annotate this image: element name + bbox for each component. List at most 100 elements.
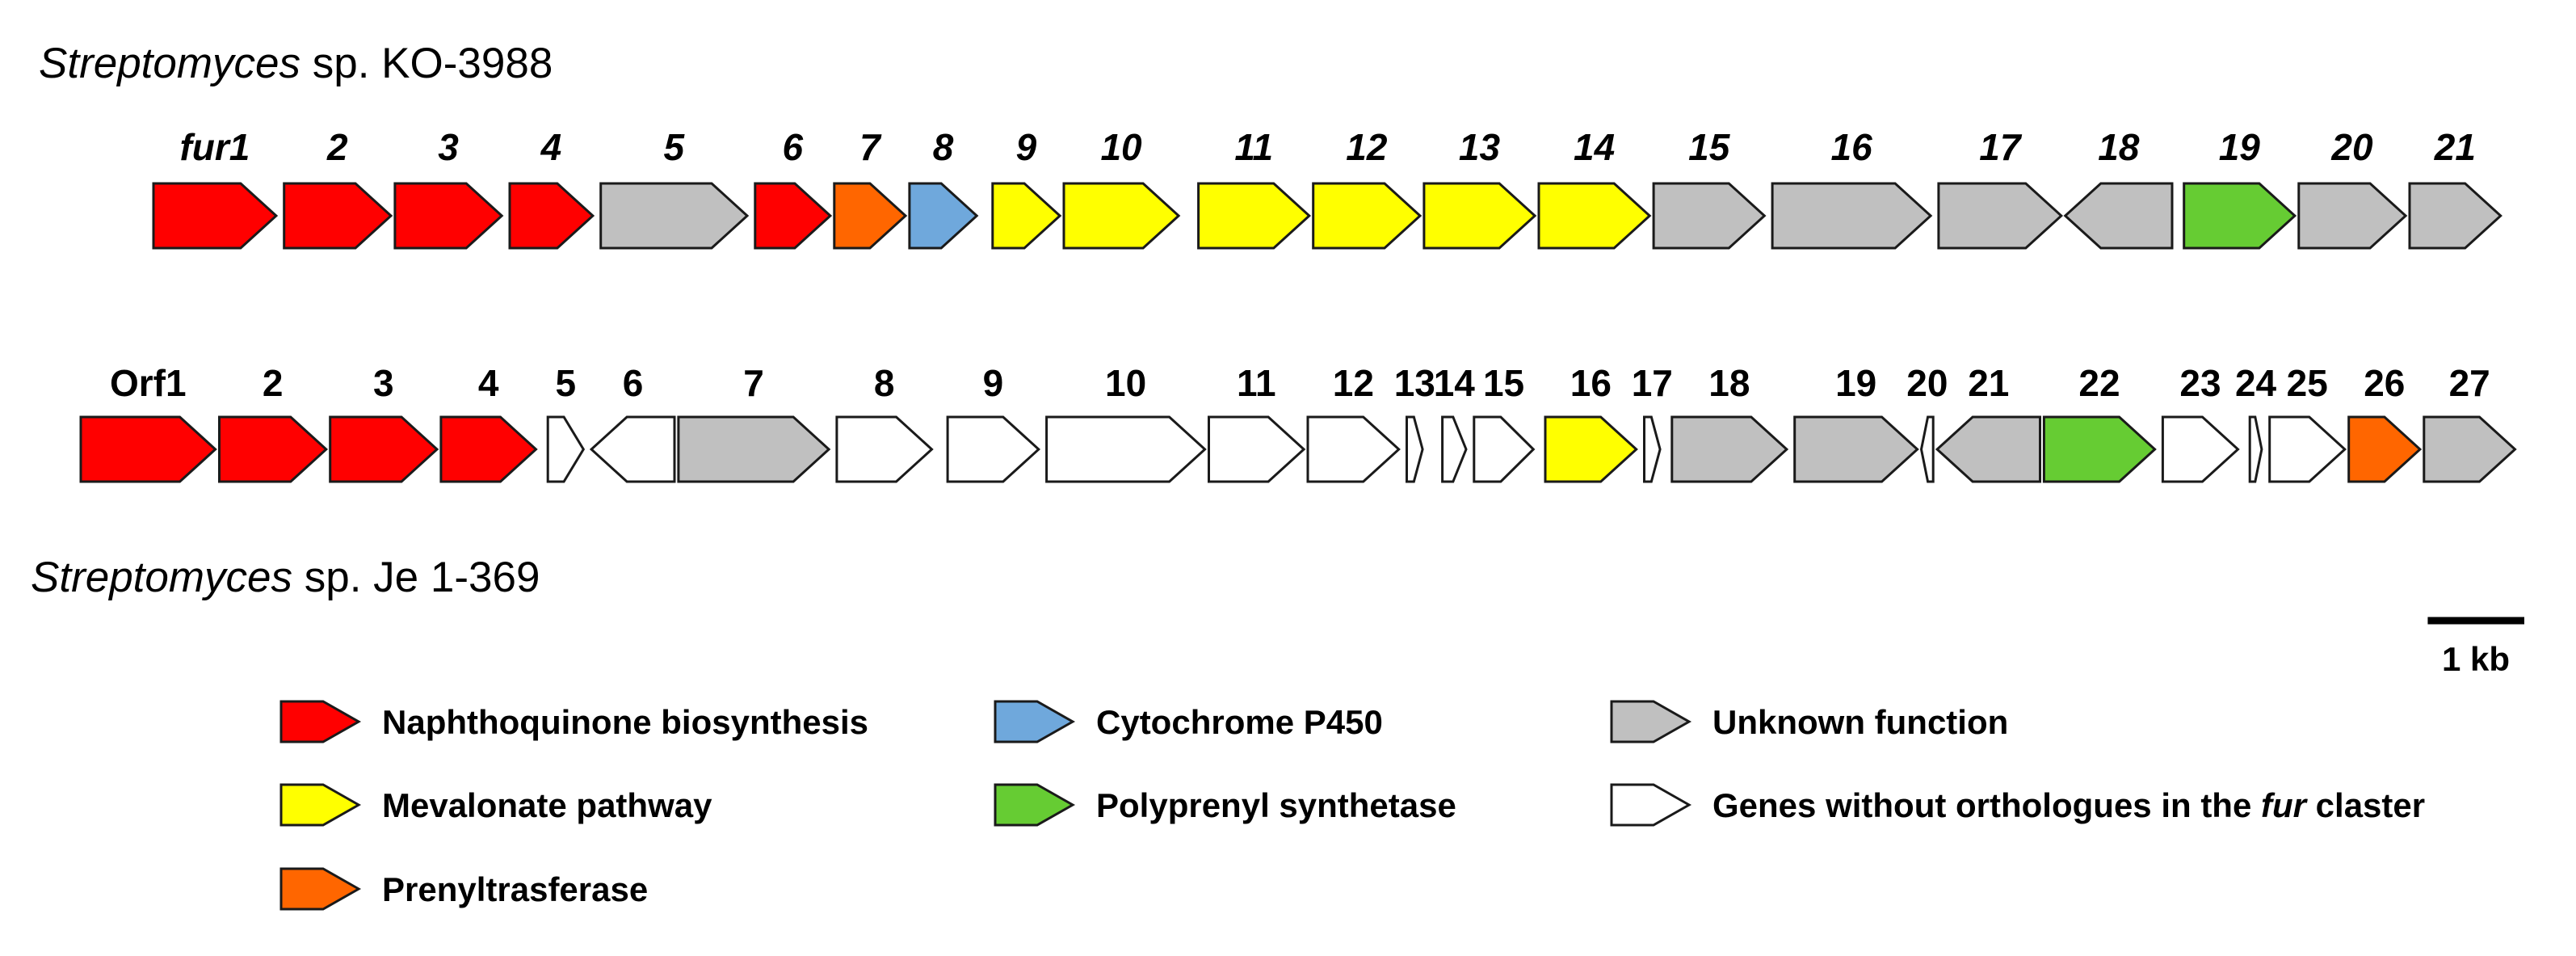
cluster1-gene-label: fur1 xyxy=(179,126,250,168)
cluster2-gene-26 xyxy=(2347,415,2423,483)
cluster1-gene-label: 2 xyxy=(326,126,348,168)
cluster1-gene-label: 4 xyxy=(540,126,562,168)
legend-red-icon xyxy=(279,700,362,743)
legend-label-part: Cytochrome P450 xyxy=(1096,703,1383,741)
cluster1-gene-label: 8 xyxy=(933,126,954,168)
legend-label-part: claster xyxy=(2306,786,2425,824)
cluster2-gene-track xyxy=(79,415,2517,483)
cluster1-gene-9 xyxy=(991,182,1062,250)
cluster2-gene-label: 27 xyxy=(2449,362,2490,404)
legend-label-red: Naphthoquinone biosynthesis xyxy=(382,703,868,741)
cluster1-gene-fur1 xyxy=(152,182,279,250)
cluster2-gene-16 xyxy=(1544,415,1638,483)
cluster1-species-strain: sp. KO-3988 xyxy=(300,40,553,87)
cluster1-gene-label: 21 xyxy=(2434,126,2476,168)
cluster1-gene-6 xyxy=(754,182,833,250)
cluster1-gene-16 xyxy=(1771,182,1933,250)
cluster1-gene-14 xyxy=(1537,182,1652,250)
cluster2-gene-18 xyxy=(1670,415,1789,483)
cluster2-gene-label: 14 xyxy=(1434,362,1476,404)
cluster2-gene-21 xyxy=(1935,415,2041,483)
legend-green-icon xyxy=(994,783,1076,827)
cluster2-gene-label: 24 xyxy=(2235,362,2277,404)
legend-orange-icon xyxy=(279,867,362,911)
cluster2-gene-8 xyxy=(835,415,934,483)
cluster2-gene-label: 25 xyxy=(2287,362,2328,404)
cluster1-species-title: Streptomyces sp. KO-3988 xyxy=(39,40,553,87)
cluster1-gene-12 xyxy=(1312,182,1422,250)
cluster2-gene-label: 2 xyxy=(263,362,284,404)
legend-label-yellow: Mevalonate pathway xyxy=(382,786,712,824)
cluster2-gene-22 xyxy=(2042,415,2157,483)
cluster1-gene-label: 15 xyxy=(1688,126,1731,168)
cluster2-species-strain: sp. Je 1-369 xyxy=(292,554,540,601)
legend-label-orange: Prenyltrasferase xyxy=(382,870,648,908)
cluster1-gene-track xyxy=(152,182,2502,250)
cluster2-gene-4 xyxy=(439,415,538,483)
cluster1-gene-21 xyxy=(2408,182,2502,250)
cluster2-gene-label: 15 xyxy=(1483,362,1524,404)
cluster2-gene-label: 8 xyxy=(874,362,895,404)
cluster1-gene-18 xyxy=(2063,182,2174,250)
legend-label-part: Naphthoquinone biosynthesis xyxy=(382,703,868,741)
cluster1-gene-label: 10 xyxy=(1100,126,1142,168)
cluster2-gene-label: 5 xyxy=(555,362,576,404)
legend-label-green: Polyprenyl synthetase xyxy=(1096,786,1456,824)
legend-white-icon xyxy=(1610,783,1692,827)
cluster1-gene-label: 20 xyxy=(2330,126,2373,168)
legend-label-part: Unknown function xyxy=(1712,703,2008,741)
cluster2-gene-6 xyxy=(589,415,676,483)
cluster1-gene-label: 13 xyxy=(1459,126,1501,168)
cluster2-gene-label: Orf1 xyxy=(110,362,187,404)
cluster2-gene-label: 26 xyxy=(2364,362,2405,404)
legend-label-part: Mevalonate pathway xyxy=(382,786,712,824)
cluster1-gene-3 xyxy=(393,182,504,250)
cluster1-gene-label: 17 xyxy=(1979,126,2023,168)
cluster2-gene-label: 19 xyxy=(1835,362,1876,404)
cluster2-gene-label: 10 xyxy=(1105,362,1146,404)
cluster1-gene-5 xyxy=(599,182,750,250)
cluster2-gene-label: 16 xyxy=(1570,362,1612,404)
legend-label-part: Genes without orthologues in the xyxy=(1712,786,2261,824)
scale-bar: 1 kb xyxy=(2427,617,2524,678)
cluster1-gene-15 xyxy=(1652,182,1767,250)
legend-label-part: Prenyltrasferase xyxy=(382,870,648,908)
cluster1-gene-label: 12 xyxy=(1346,126,1388,168)
cluster2-gene-14 xyxy=(1441,415,1468,483)
cluster2-gene-label: 22 xyxy=(2078,362,2120,404)
cluster2-gene-25 xyxy=(2268,415,2347,483)
cluster1-gene-11 xyxy=(1197,182,1312,250)
cluster2-gene-label: 4 xyxy=(478,362,499,404)
cluster2-gene-9 xyxy=(946,415,1041,483)
cluster2-gene-label: 12 xyxy=(1333,362,1374,404)
cluster2-gene-label: 17 xyxy=(1632,362,1673,404)
cluster1-species-genus: Streptomyces xyxy=(39,40,300,87)
cluster1-gene-17 xyxy=(1937,182,2064,250)
legend-label-part: Polyprenyl synthetase xyxy=(1096,786,1456,824)
cluster2-gene-2 xyxy=(218,415,329,483)
cluster2-gene-7 xyxy=(677,415,831,483)
cluster2-gene-label: 11 xyxy=(1237,362,1276,404)
cluster1-gene-label: 7 xyxy=(859,126,882,168)
cluster1-gene-label: 11 xyxy=(1234,126,1273,168)
cluster2-gene-label: 20 xyxy=(1906,362,1948,404)
cluster2-gene-15 xyxy=(1473,415,1536,483)
legend-label-blue: Cytochrome P450 xyxy=(1096,703,1383,741)
cluster1-gene-20 xyxy=(2297,182,2408,250)
cluster2-gene-Orf1 xyxy=(79,415,217,483)
cluster1-gene-label: 5 xyxy=(664,126,686,168)
cluster2-gene-label: 7 xyxy=(743,362,764,404)
cluster2-gene-19 xyxy=(1793,415,1919,483)
cluster2-gene-label: 6 xyxy=(623,362,644,404)
cluster2-gene-5 xyxy=(546,415,586,483)
cluster2-species-title: Streptomyces sp. Je 1-369 xyxy=(31,554,540,601)
cluster2-gene-label: 13 xyxy=(1394,362,1435,404)
cluster1-gene-19 xyxy=(2183,182,2297,250)
cluster1-gene-2 xyxy=(283,182,393,250)
cluster1-gene-7 xyxy=(833,182,908,250)
legend-yellow-icon xyxy=(279,783,362,827)
